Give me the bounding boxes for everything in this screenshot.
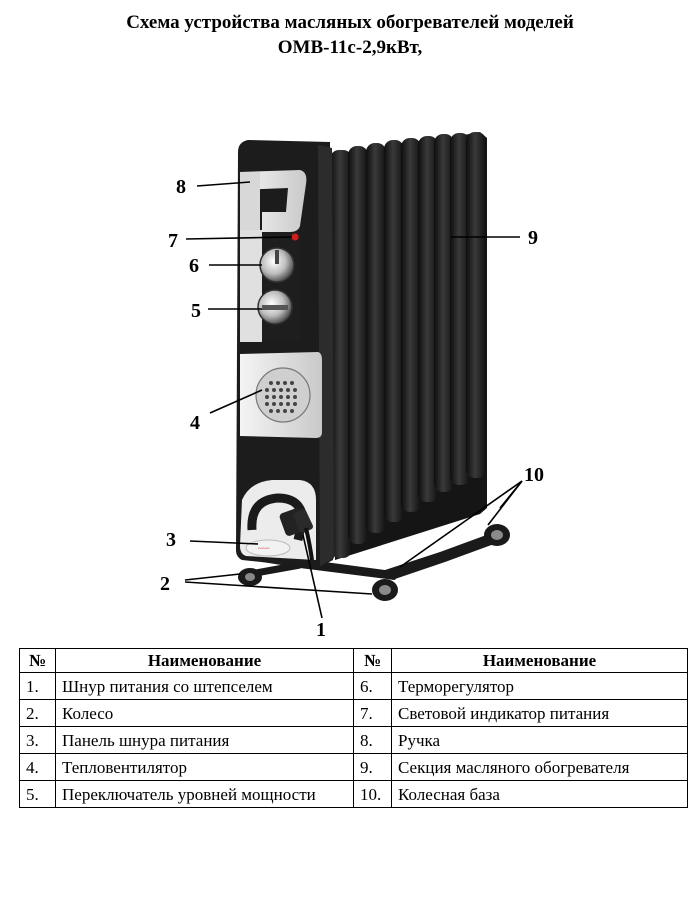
fan-heater (240, 352, 322, 438)
row-number: 7. (353, 699, 392, 727)
leader-line-2a (184, 573, 241, 581)
part-name: Терморегулятор (391, 672, 688, 700)
header-name-left: Наименование (55, 648, 354, 673)
wheel (484, 524, 510, 546)
leader-line-8 (196, 181, 251, 187)
title-line-1: Схема устройства масляных обогревателей … (126, 12, 574, 33)
header-num-right: № (353, 648, 392, 673)
header-name-right: Наименование (391, 648, 688, 673)
thermostat-knob (259, 247, 295, 283)
leader-line-4 (209, 389, 263, 414)
part-name: Ручка (391, 726, 688, 754)
table-row: 1. Шнур питания со штепселем 6. Терморег… (19, 672, 688, 700)
part-name: Колесная база (391, 780, 688, 808)
callout-4: 4 (190, 412, 200, 434)
callout-5: 5 (191, 300, 201, 322)
leader-line-10a (399, 480, 523, 568)
title-line-2: ОМВ-11с-2,9кВт, (277, 37, 423, 58)
row-number: 1. (19, 672, 56, 700)
callout-10: 10 (524, 464, 544, 486)
part-name: Секция масляного обогревателя (391, 753, 688, 781)
part-name: Тепловентилятор (55, 753, 354, 781)
heater-sections (330, 132, 487, 560)
leader-line-3 (189, 540, 259, 545)
row-number: 6. (353, 672, 392, 700)
power-level-switch (257, 289, 293, 325)
control-panel (240, 230, 300, 342)
power-indicator-light (291, 233, 299, 241)
table-row: 5. Переключатель уровней мощности 10. Ко… (19, 780, 688, 808)
table-header-row: № Наименование № Наименование (19, 648, 688, 673)
leader-line-1 (302, 534, 323, 619)
leader-lines (184, 181, 523, 619)
row-number: 10. (353, 780, 392, 808)
part-name: Колесо (55, 699, 354, 727)
part-name: Шнур питания со штепселем (55, 672, 354, 700)
wheel (238, 568, 262, 586)
heater-diagram: ~~~ 8 7 6 5 4 3 2 1 9 (160, 132, 544, 640)
leader-line-7 (185, 236, 293, 240)
callout-7: 7 (168, 230, 178, 252)
table-row: 4. Тепловентилятор 9. Секция масляного о… (19, 753, 688, 781)
leader-line-2b (184, 581, 373, 595)
leader-line-10c (499, 480, 523, 509)
wheel (372, 579, 398, 601)
callout-8: 8 (176, 176, 186, 198)
callout-3: 3 (166, 529, 176, 551)
row-number: 4. (19, 753, 56, 781)
table-row: 2. Колесо 7. Световой индикатор питания (19, 699, 688, 727)
row-number: 8. (353, 726, 392, 754)
row-number: 9. (353, 753, 392, 781)
document-title: Схема устройства масляных обогревателей … (0, 10, 700, 60)
callout-1: 1 (316, 619, 326, 640)
part-name: Световой индикатор питания (391, 699, 688, 727)
parts-table: № Наименование № Наименование 1. Шнур пи… (19, 648, 688, 808)
table-row: 3. Панель шнура питания 8. Ручка (19, 726, 688, 754)
callout-2: 2 (160, 573, 170, 595)
row-number: 3. (19, 726, 56, 754)
handle (240, 170, 307, 232)
svg-text:~~~: ~~~ (258, 545, 270, 553)
part-name: Панель шнура питания (55, 726, 354, 754)
part-name: Переключатель уровней мощности (55, 780, 354, 808)
header-num-left: № (19, 648, 56, 673)
callout-9: 9 (528, 227, 538, 249)
row-number: 2. (19, 699, 56, 727)
callout-6: 6 (189, 255, 199, 277)
row-number: 5. (19, 780, 56, 808)
power-cord (292, 509, 314, 561)
